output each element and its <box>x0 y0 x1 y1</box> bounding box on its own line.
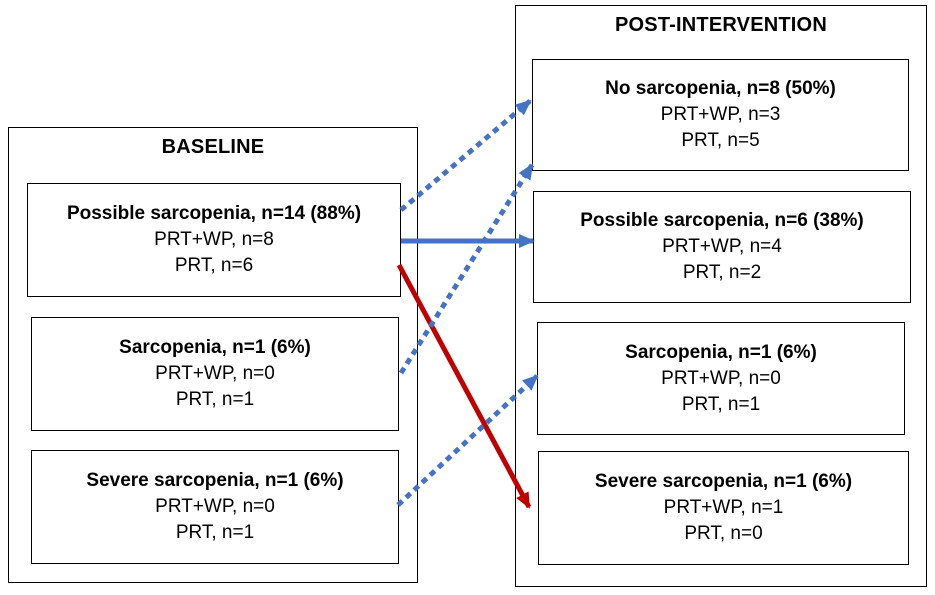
arrow-possible-to-no-sarcopenia <box>399 99 532 212</box>
baseline-severe-prt: PRT, n=1 <box>175 522 255 543</box>
baseline-box-severe-sarcopenia: Severe sarcopenia, n=1 (6%) PRT+WP, n=0 … <box>31 450 399 564</box>
post-severe-heading: Severe sarcopenia, n=1 (6%) <box>594 471 853 492</box>
post-no-prtwp: PRT+WP, n=3 <box>660 104 781 125</box>
post-sarcopenia-prtwp: PRT+WP, n=0 <box>661 367 781 389</box>
baseline-possible-prt: PRT, n=6 <box>174 255 254 276</box>
post-no-heading: No sarcopenia, n=8 (50%) <box>605 78 836 99</box>
post-box-no-sarcopenia: No sarcopenia, n=8 (50%) PRT+WP, n=3 PRT… <box>532 59 909 171</box>
post-sarcopenia-prt: PRT, n=1 <box>681 393 761 415</box>
baseline-sarcopenia-heading: Sarcopenia, n=1 (6%) <box>119 337 311 358</box>
post-box-possible-sarcopenia: Possible sarcopenia, n=6 (38%) PRT+WP, n… <box>533 191 911 303</box>
post-box-severe-sarcopenia: Severe sarcopenia, n=1 (6%) PRT+WP, n=1 … <box>538 451 909 565</box>
post-possible-prt: PRT, n=2 <box>682 262 762 283</box>
baseline-possible-prtwp: PRT+WP, n=8 <box>154 229 274 250</box>
baseline-box-possible-sarcopenia: Possible sarcopenia, n=14 (88%) PRT+WP, … <box>27 183 401 297</box>
arrow-possible-to-severe <box>396 263 532 509</box>
baseline-sarcopenia-prtwp: PRT+WP, n=0 <box>155 363 275 384</box>
baseline-possible-heading: Possible sarcopenia, n=14 (88%) <box>66 203 362 224</box>
baseline-severe-heading: Severe sarcopenia, n=1 (6%) <box>86 470 344 491</box>
baseline-severe-prtwp: PRT+WP, n=0 <box>155 496 275 517</box>
baseline-box-sarcopenia: Sarcopenia, n=1 (6%) PRT+WP, n=0 PRT, n=… <box>31 317 399 431</box>
post-sarcopenia-heading: Sarcopenia, n=1 (6%) <box>625 341 817 363</box>
post-intervention-title: POST-INTERVENTION <box>615 14 827 36</box>
post-severe-prtwp: PRT+WP, n=1 <box>663 497 784 518</box>
post-possible-prtwp: PRT+WP, n=4 <box>662 236 782 257</box>
post-no-prt: PRT, n=5 <box>681 130 760 151</box>
post-box-sarcopenia: Sarcopenia, n=1 (6%) PRT+WP, n=0 PRT, n=… <box>537 322 905 435</box>
baseline-title: BASELINE <box>161 136 265 158</box>
post-severe-prt: PRT, n=0 <box>684 523 763 544</box>
baseline-sarcopenia-prt: PRT, n=1 <box>175 389 255 410</box>
post-possible-heading: Possible sarcopenia, n=6 (38%) <box>580 210 864 231</box>
arrow-sarcopenia-to-no-sarcopenia <box>398 163 535 375</box>
